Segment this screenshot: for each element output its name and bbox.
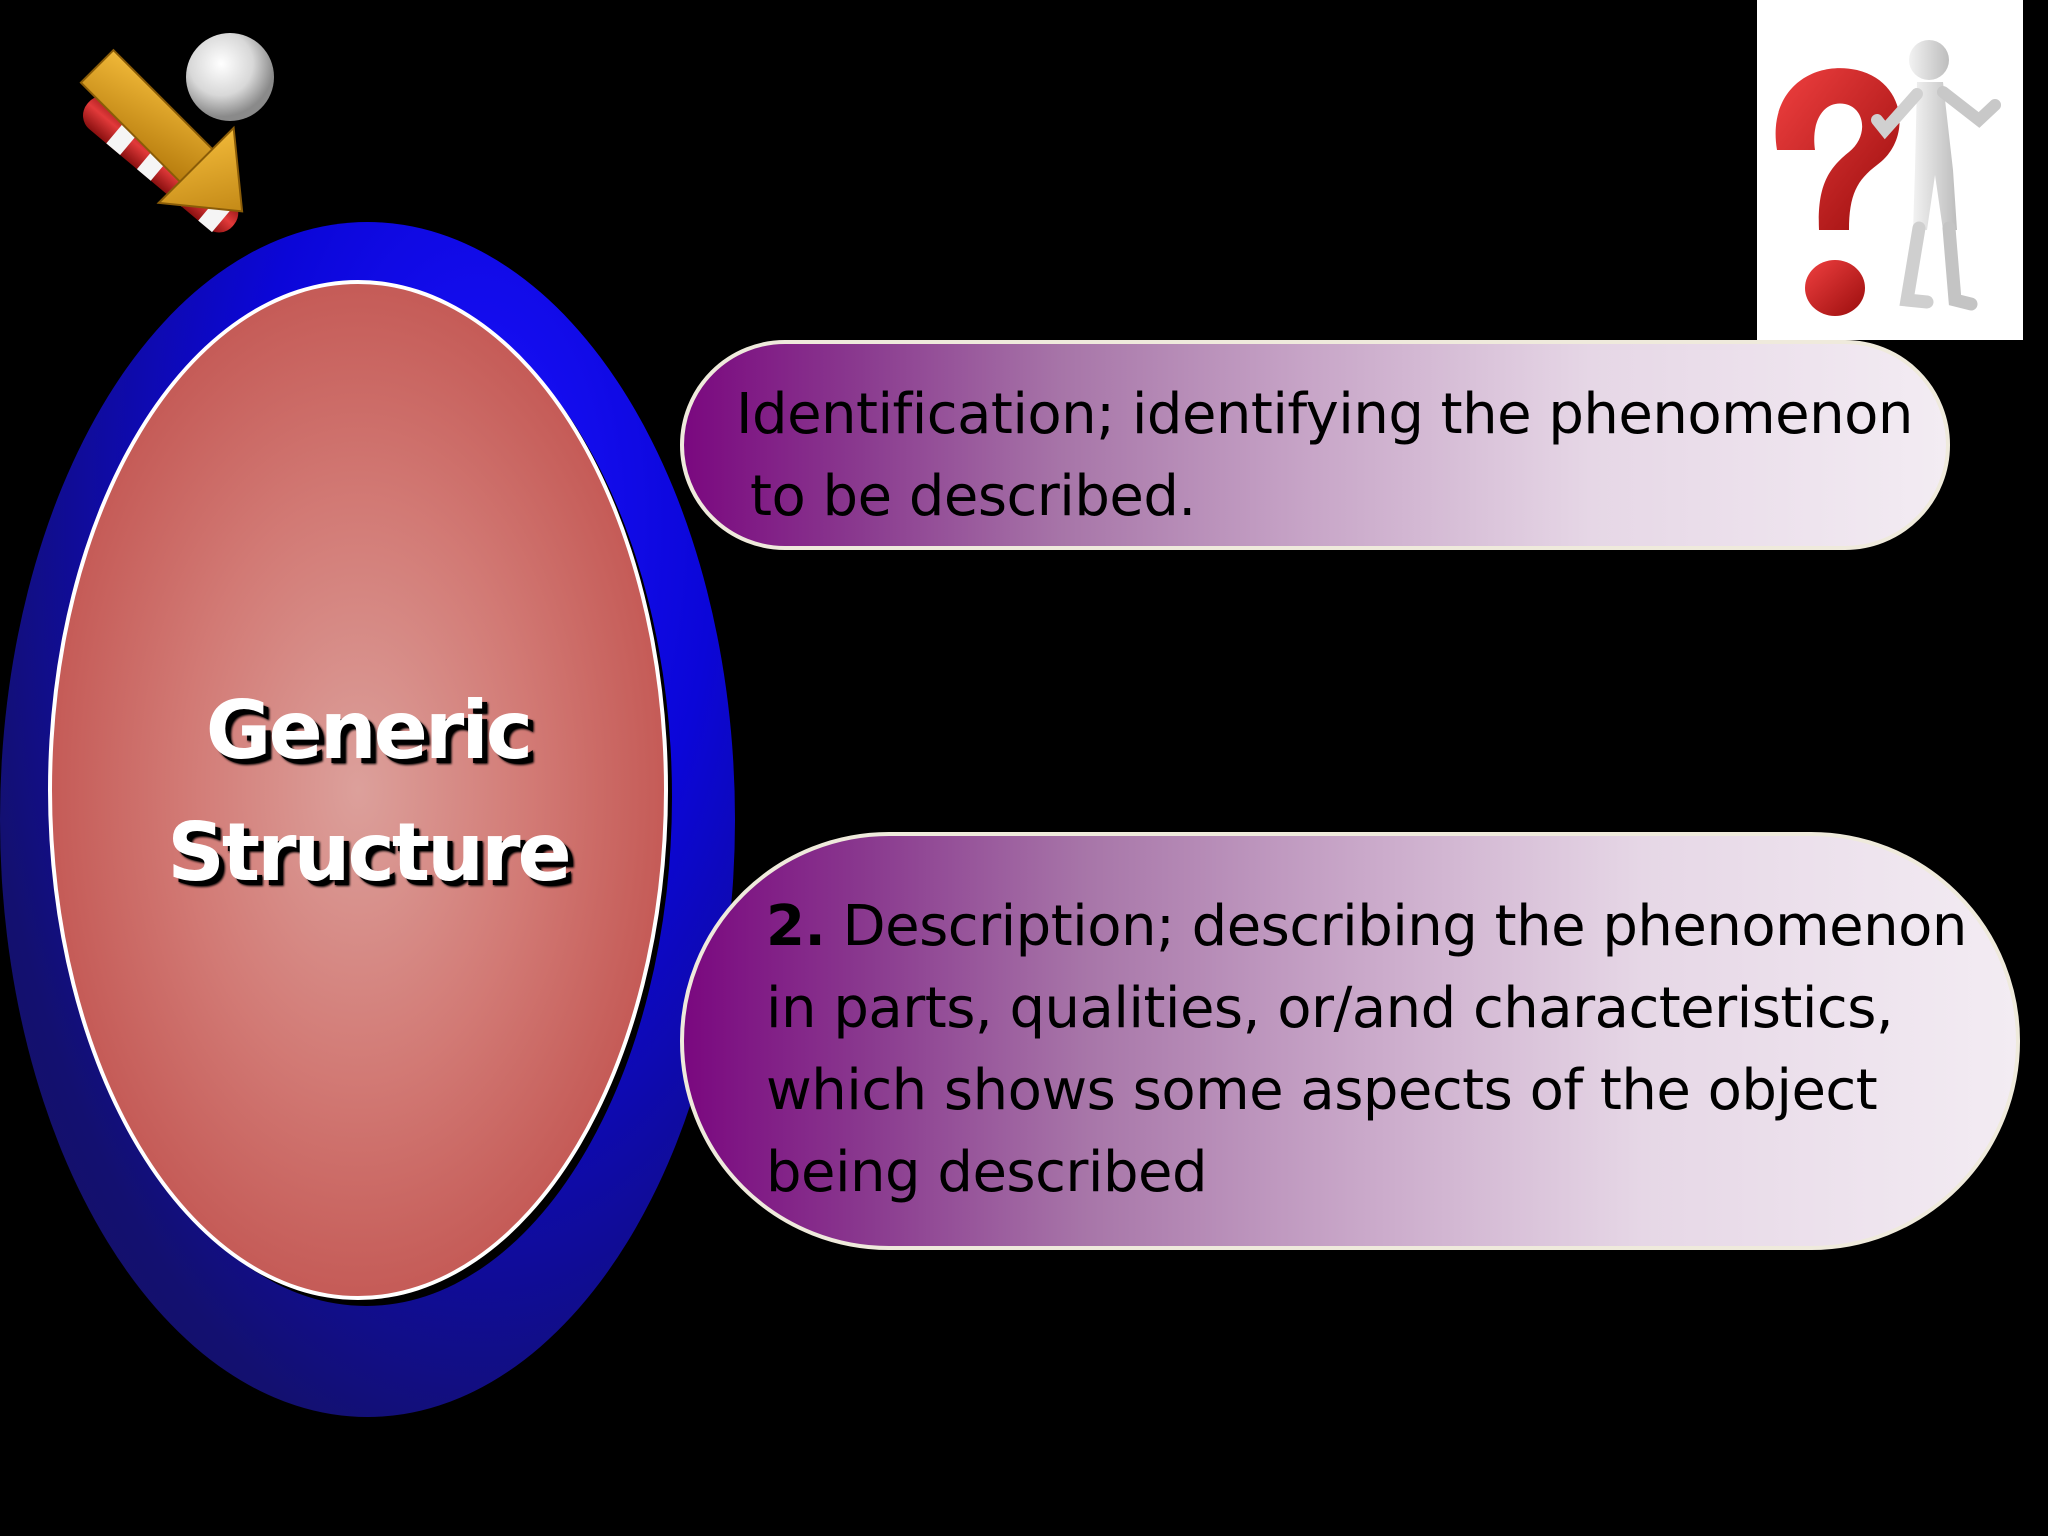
description-line1-text: Description; describing the phenomenon bbox=[825, 894, 1968, 959]
oval-title: Generic Structure bbox=[48, 670, 688, 914]
identification-pill: Identification; identifying the phenomen… bbox=[680, 340, 1950, 550]
description-line2: in parts, qualities, or/and characterist… bbox=[766, 976, 1894, 1041]
description-number: 2. bbox=[766, 894, 826, 959]
arrow-pole-icon bbox=[79, 33, 274, 233]
description-text: 2. Description; describing the phenomeno… bbox=[766, 886, 2006, 1214]
description-line3: which shows some aspects of the object bbox=[766, 1058, 1878, 1123]
question-mark-figure-icon bbox=[1775, 40, 2001, 316]
oval-title-line1: Generic bbox=[205, 684, 533, 777]
question-mark-image bbox=[1757, 0, 2023, 340]
description-line4: being described bbox=[766, 1140, 1208, 1205]
description-line1: 2. Description; describing the phenomeno… bbox=[766, 886, 2006, 968]
identification-line1: Identification; identifying the phenomen… bbox=[736, 382, 1913, 447]
oval-title-line2: Structure bbox=[167, 806, 572, 899]
identification-line2: to be described. bbox=[750, 464, 1196, 529]
oval-center bbox=[48, 280, 668, 1300]
description-pill: 2. Description; describing the phenomeno… bbox=[680, 832, 2020, 1250]
identification-text: Identification; identifying the phenomen… bbox=[736, 374, 1946, 538]
